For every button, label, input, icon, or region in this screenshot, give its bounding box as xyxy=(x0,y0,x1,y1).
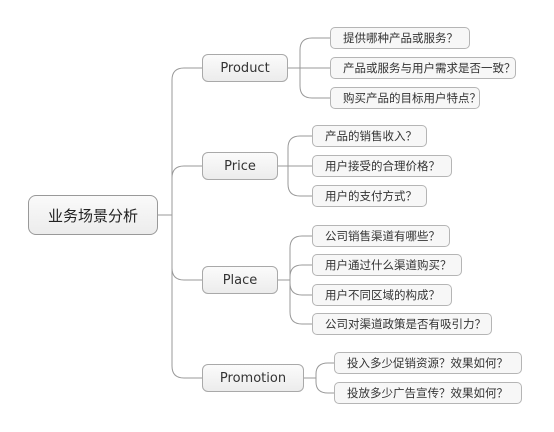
connector-place xyxy=(171,215,202,281)
place-item-1[interactable]: 公司销售渠道有哪些？ xyxy=(312,225,450,247)
branch-promotion[interactable]: Promotion xyxy=(202,364,304,392)
connector-place-item-4 xyxy=(289,280,312,325)
promotion-item-1[interactable]: 投入多少促销资源？效果如何？ xyxy=(334,352,522,374)
connector-place-item-1 xyxy=(278,235,312,281)
connector-promotion-item-2 xyxy=(315,378,334,394)
price-item-3[interactable]: 用户的支付方式？ xyxy=(312,185,427,207)
place-item-4[interactable]: 公司对渠道政策是否有吸引力？ xyxy=(312,313,492,335)
connector-place-item-3 xyxy=(289,280,312,296)
product-item-1[interactable]: 提供哪种产品或服务？ xyxy=(330,27,470,49)
price-item-2[interactable]: 用户接受的合理价格？ xyxy=(312,155,452,177)
branch-product[interactable]: Product xyxy=(202,54,288,82)
place-item-2[interactable]: 用户通过什么渠道购买？ xyxy=(312,254,462,276)
connector-place-item-2 xyxy=(289,264,312,280)
connector-price-item-1 xyxy=(278,135,312,167)
price-item-1[interactable]: 产品的销售收入？ xyxy=(312,125,427,147)
promotion-item-2[interactable]: 投放多少广告宣传？效果如何？ xyxy=(334,382,522,404)
branch-price[interactable]: Price xyxy=(202,152,278,180)
connector-price-item-3 xyxy=(287,166,312,197)
connector-price xyxy=(171,165,202,215)
branch-place[interactable]: Place xyxy=(202,266,278,294)
place-item-3[interactable]: 用户不同区域的构成？ xyxy=(312,284,452,306)
connector-promotion xyxy=(171,215,202,379)
connector-product-item-1 xyxy=(288,37,330,69)
connector-promotion-item-1 xyxy=(304,362,334,379)
product-item-2[interactable]: 产品或服务与用户需求是否一致？ xyxy=(330,57,516,79)
product-item-3[interactable]: 购买产品的目标用户特点？ xyxy=(330,87,481,109)
connector-product xyxy=(171,67,202,215)
root-node[interactable]: 业务场景分析 xyxy=(28,195,158,235)
connector-product-item-3 xyxy=(299,68,330,99)
